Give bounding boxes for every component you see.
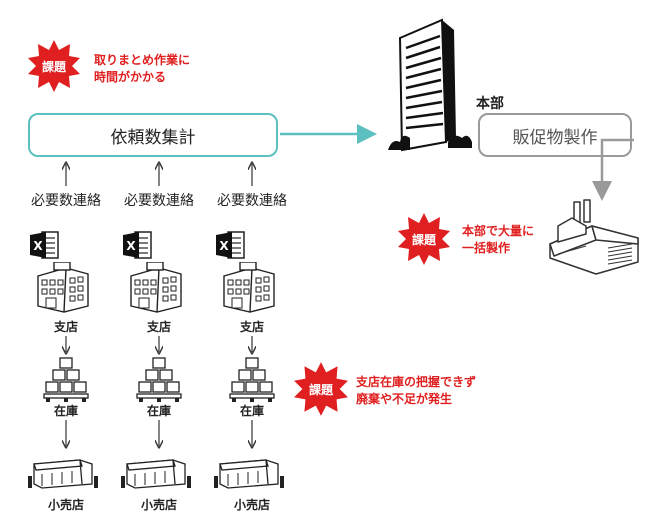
svg-text:X: X [33,239,43,253]
promo-production-box: 販促物製作 [478,113,632,157]
excel-icon: X [216,231,245,259]
issue-badge-top: 課題 [26,38,82,94]
retail-label: 小売店 [233,498,270,512]
branch-label: 支店 [53,320,78,334]
branch-label: 支店 [239,320,264,334]
stock-boxes-icon [43,357,89,402]
branch-building-icon [130,261,182,313]
note-line: 支店在庫の把握できず [356,375,477,389]
excel-icon-wrap: X [121,228,155,266]
promo-production-label: 販促物製作 [512,127,598,148]
excel-icon: X [123,231,152,259]
request-count-label: 必要数連絡 [124,193,194,209]
branch-building-icon [37,261,89,313]
stock-boxes-icon [136,357,182,402]
note-line: 時間がかかる [94,70,167,84]
svg-text:X: X [219,239,229,253]
retail-store-wrap [121,454,191,496]
starburst-badge-icon [398,213,450,265]
stock-label: 在庫 [146,404,171,418]
branch-building-wrap [32,261,92,318]
factory-icon [549,199,639,275]
branch-building-icon [223,261,275,313]
issue-note-right: 本部で大量に 一括製作 [462,223,534,257]
issue-note-mid: 支店在庫の把握できず 廃棄や不足が発生 [356,374,476,408]
svg-text:X: X [126,239,136,253]
retail-store-wrap [214,454,284,496]
stock-boxes-wrap [42,356,90,408]
aggregate-label: 依頼数集計 [110,127,196,148]
issue-badge-right: 課題 [396,211,452,267]
hq-tower-icon [388,18,472,152]
issue-badge-label: 課題 [411,232,436,247]
issue-note-top: 取りまとめ作業に 時間がかかる [94,52,190,86]
arrow-to-factory [592,138,634,201]
issue-badge-label: 課題 [308,382,333,397]
aggregate-box: 依頼数集計 [28,113,278,157]
stock-label: 在庫 [239,404,264,418]
retail-store-icon [121,459,191,489]
issue-badge-mid: 課題 [292,360,350,418]
note-line: 本部で大量に [462,224,535,238]
branch-label: 支店 [146,320,171,334]
starburst-badge-icon [28,40,80,92]
stock-label: 在庫 [53,404,78,418]
issue-badge-label: 課題 [41,59,66,74]
retail-label: 小売店 [140,498,177,512]
retail-store-icon [214,459,284,489]
excel-icon-wrap: X [214,228,248,266]
excel-icon-wrap: X [28,228,62,266]
starburst-badge-icon [294,362,348,416]
note-line: 一括製作 [462,241,511,255]
note-line: 取りまとめ作業に [94,53,191,67]
note-line: 廃棄や不足が発生 [356,392,453,406]
request-count-label: 必要数連絡 [31,193,101,209]
stock-boxes-icon [229,357,275,402]
stock-boxes-wrap [228,356,276,408]
retail-store-wrap [28,454,98,496]
retail-store-icon [28,459,98,489]
hq-label: 本部 [476,96,504,112]
stock-boxes-wrap [135,356,183,408]
excel-icon: X [30,231,59,259]
request-count-label: 必要数連絡 [217,193,287,209]
branch-building-wrap [218,261,278,318]
retail-label: 小売店 [47,498,84,512]
branch-building-wrap [125,261,185,318]
